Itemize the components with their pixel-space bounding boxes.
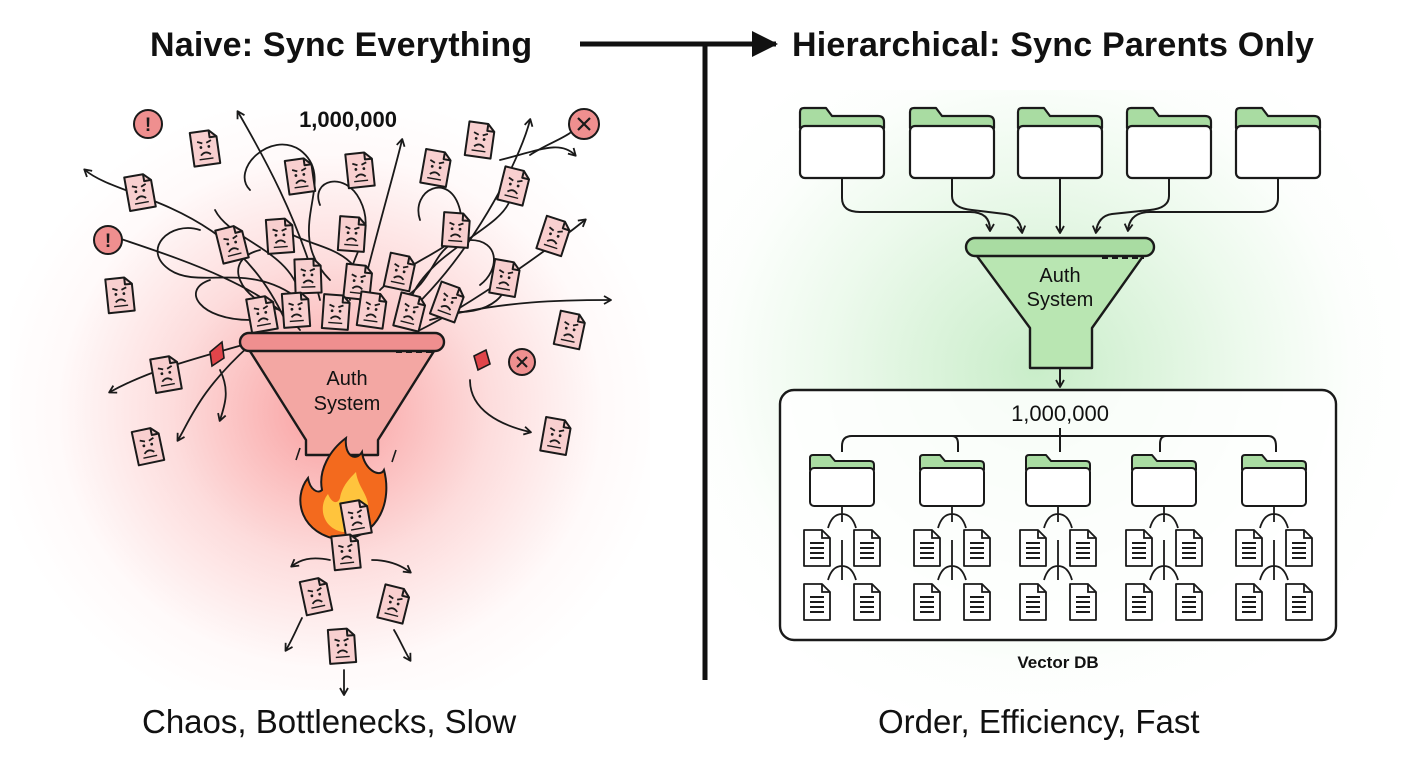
left-count-label: 1,000,000: [299, 107, 397, 132]
folder-icon: [1016, 106, 1104, 180]
child-group: [1125, 454, 1203, 621]
file-lines-icon: [1285, 583, 1313, 621]
tree-connectors: [841, 428, 1277, 452]
svg-text:!: !: [145, 115, 151, 136]
folder-icon: [1125, 106, 1213, 180]
child-group: [1235, 454, 1313, 621]
file-lines-icon: [963, 583, 991, 621]
child-group: [803, 454, 881, 621]
db-count-label: 1,000,000: [1011, 401, 1109, 426]
file-lines-icon: [1125, 583, 1153, 621]
left-panel-title: Naive: Sync Everything: [150, 26, 533, 64]
file-lines-icon: [803, 583, 831, 621]
auth-funnel-left: [238, 331, 446, 457]
file-lines-icon: [1235, 583, 1263, 621]
file-lines-icon: [853, 583, 881, 621]
file-lines-icon: [1069, 583, 1097, 621]
x-circle-icon: [508, 348, 536, 376]
file-lines-icon: [803, 529, 831, 567]
file-lines-icon: [1019, 583, 1047, 621]
file-lines-icon: [1125, 529, 1153, 567]
file-lines-icon: [913, 583, 941, 621]
file-lines-icon: [1069, 529, 1097, 567]
folder-icon: [1131, 454, 1197, 507]
hierarchy-illustration: [778, 106, 1338, 642]
falling-arrows: [284, 557, 412, 696]
right-funnel-label-line1: Auth: [1039, 265, 1080, 287]
left-funnel-label-line1: Auth: [326, 368, 367, 390]
vector-db-label: Vector DB: [1017, 653, 1098, 672]
file-lines-icon: [913, 529, 941, 567]
folder-icon: [1025, 454, 1091, 507]
child-groups: [803, 454, 1313, 621]
child-group: [1019, 454, 1097, 621]
right-panel-title: Hierarchical: Sync Parents Only: [792, 26, 1315, 64]
chaos-illustration: ! !: [83, 108, 612, 696]
debris-shard: [473, 348, 491, 372]
file-lines-icon: [963, 529, 991, 567]
file-lines-icon: [1285, 529, 1313, 567]
folder-icon: [798, 106, 886, 180]
parent-arrows: [841, 177, 1279, 234]
folder-icon: [1234, 106, 1322, 180]
parent-folders: [798, 106, 1322, 180]
svg-text:!: !: [105, 231, 111, 252]
file-lines-icon: [1019, 529, 1047, 567]
folder-icon: [919, 454, 985, 507]
folder-icon: [908, 106, 996, 180]
debris-shard: [209, 340, 225, 368]
file-lines-icon: [1235, 529, 1263, 567]
folder-icon: [809, 454, 875, 507]
exclamation-icon: !: [133, 109, 163, 139]
folder-icon: [1241, 454, 1307, 507]
x-circle-icon: [568, 108, 600, 140]
file-lines-icon: [1175, 583, 1203, 621]
left-funnel-label-line2: System: [314, 393, 381, 415]
left-caption: Chaos, Bottlenecks, Slow: [142, 703, 517, 740]
right-funnel-label-line2: System: [1027, 289, 1094, 311]
file-lines-icon: [1175, 529, 1203, 567]
right-caption: Order, Efficiency, Fast: [878, 703, 1200, 740]
auth-funnel-right: [964, 236, 1156, 370]
exclamation-icon: !: [93, 225, 123, 255]
file-lines-icon: [853, 529, 881, 567]
child-group: [913, 454, 991, 621]
